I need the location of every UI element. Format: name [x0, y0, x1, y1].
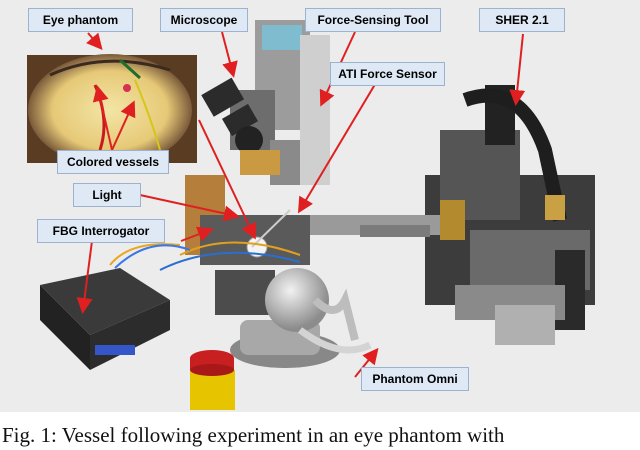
- phantom-omni: [230, 268, 372, 368]
- microscope: [201, 20, 330, 185]
- label-ati-force-sensor: ATI Force Sensor: [330, 62, 445, 86]
- label-fbg-interrogator: FBG Interrogator: [37, 219, 165, 243]
- label-phantom-omni: Phantom Omni: [361, 367, 469, 391]
- figure-photo: Eye phantom Microscope Force-Sensing Too…: [0, 0, 640, 412]
- eye-phantom-inset: [27, 54, 197, 166]
- label-sher: SHER 2.1: [479, 8, 565, 32]
- emergency-stop: [190, 350, 235, 410]
- label-eye-phantom: Eye phantom: [28, 8, 133, 32]
- label-light: Light: [73, 183, 141, 207]
- label-microscope: Microscope: [160, 8, 248, 32]
- fbg-interrogator: [40, 243, 191, 370]
- label-force-sensing-tool: Force-Sensing Tool: [305, 8, 441, 32]
- figure-caption: Fig. 1: Vessel following experiment in a…: [2, 423, 505, 447]
- photo-illustration: [27, 20, 595, 410]
- label-colored-vessels: Colored vessels: [57, 150, 169, 174]
